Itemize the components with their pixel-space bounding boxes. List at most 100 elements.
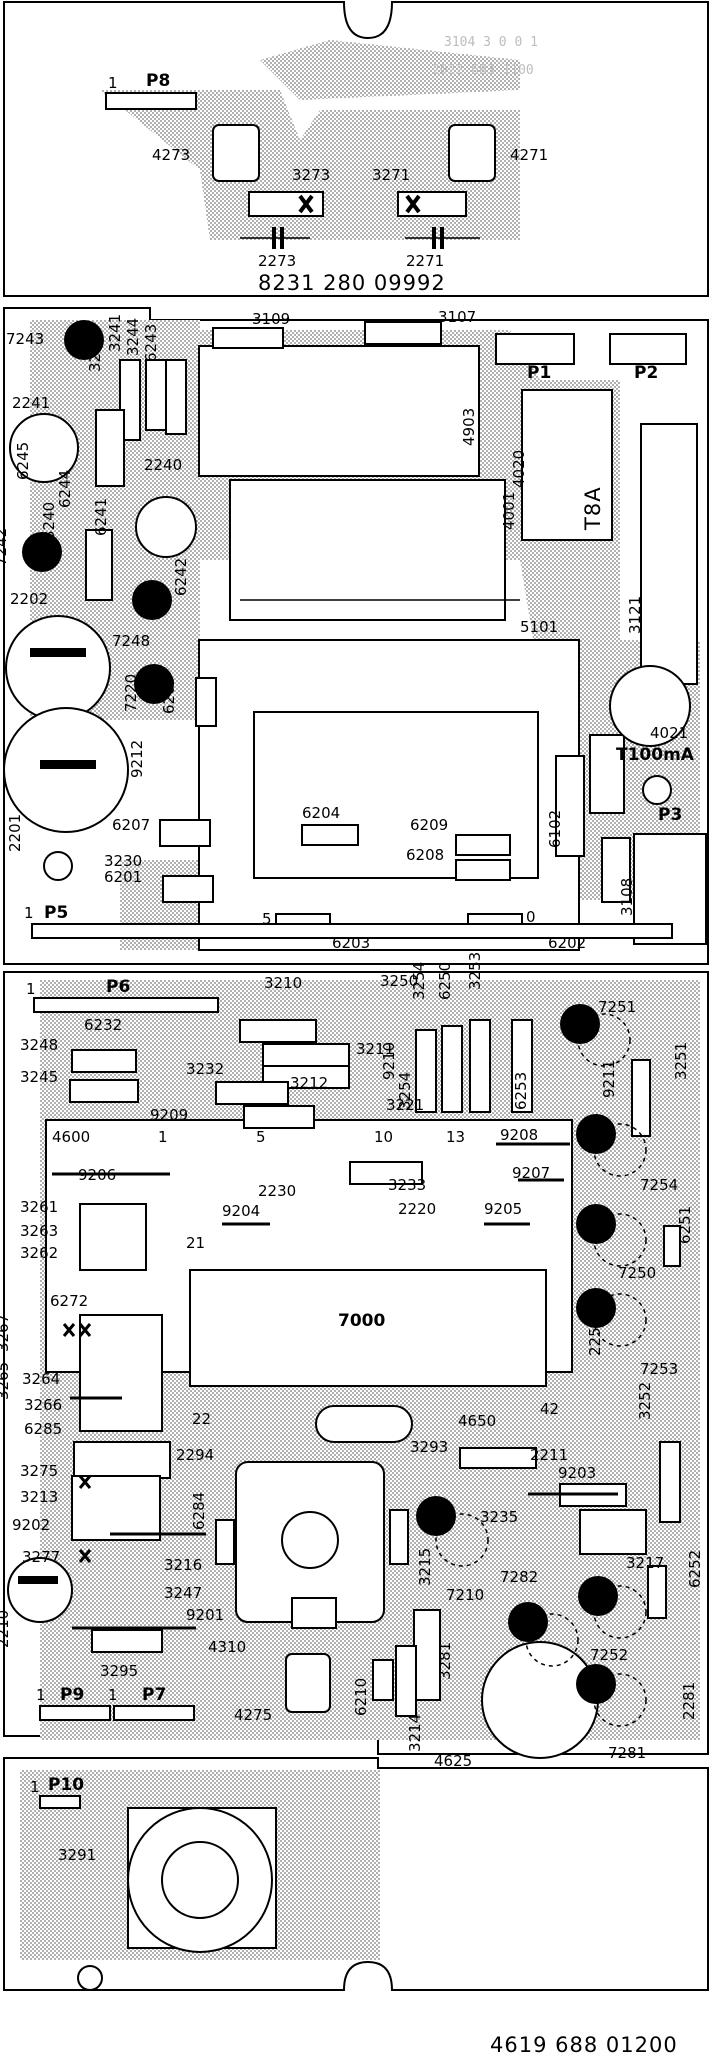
component-ref-7253: 7253 <box>640 1360 678 1378</box>
component-ref-3254: 3254 <box>410 962 428 1000</box>
component-ref-6251: 6251 <box>676 1206 694 1244</box>
component-ref-9210: 9210 <box>380 1042 398 1080</box>
component-ref-9209: 9209 <box>150 1106 188 1124</box>
component-ref-3240: 3240 <box>40 502 58 540</box>
component-ref-2281: 2281 <box>680 1682 698 1720</box>
component-ref-6204: 6204 <box>302 804 340 822</box>
component-ref-9208: 9208 <box>500 1126 538 1144</box>
component-ref-3264: 3264 <box>22 1370 60 1388</box>
component-ref-2220: 2220 <box>398 1200 436 1218</box>
connector-p5: P5 <box>44 903 68 923</box>
component-ref-3262: 3262 <box>20 1244 58 1262</box>
component-ref-9205: 9205 <box>484 1200 522 1218</box>
svg-text:1: 1 <box>158 1128 168 1146</box>
component-ref-6284: 6284 <box>190 1492 208 1530</box>
svg-text:42: 42 <box>540 1400 559 1418</box>
svg-text:0: 0 <box>526 908 536 926</box>
component-ref-3247: 3247 <box>164 1584 202 1602</box>
component-ref-3233: 3233 <box>388 1176 426 1194</box>
component-ref-9207: 9207 <box>512 1164 550 1182</box>
component-ref-6250: 6250 <box>436 962 454 1000</box>
fuse-t8a-label: T8A <box>581 486 605 531</box>
component-ref-9204: 9204 <box>222 1202 260 1220</box>
component-ref-6202: 6202 <box>548 934 586 952</box>
svg-text:5: 5 <box>256 1128 266 1146</box>
connector-p7: P7 <box>142 1685 166 1705</box>
component-ref-7210: 7210 <box>446 1586 484 1604</box>
component-ref-3265: 3265 <box>0 1362 12 1400</box>
connector-p6: P6 <box>106 977 130 997</box>
component-ref-3211: 3211 <box>356 1040 394 1058</box>
power-board-section <box>3 307 709 965</box>
component-ref-3244: 3244 <box>124 318 142 356</box>
connector-p2: P2 <box>634 363 658 383</box>
component-ref-9201: 9201 <box>186 1606 224 1624</box>
faint-code-1: 3104 3 0 0 1 <box>444 35 538 50</box>
component-ref-7282: 7282 <box>500 1568 538 1586</box>
svg-text:13: 13 <box>446 1128 465 1146</box>
component-ref-6208: 6208 <box>406 846 444 864</box>
component-ref-4625: 4625 <box>434 1752 472 1770</box>
component-ref-3232: 3232 <box>186 1060 224 1078</box>
component-ref-3281: 3281 <box>436 1642 454 1680</box>
component-ref-4001: 4001 <box>500 492 518 530</box>
component-ref-3271: 3271 <box>372 166 410 184</box>
component-ref-2202: 2202 <box>10 590 48 608</box>
component-ref-6252: 6252 <box>686 1550 704 1588</box>
component-ref-4600: 4600 <box>52 1128 90 1146</box>
component-ref-3107: 3107 <box>438 308 476 326</box>
component-ref-3295: 3295 <box>100 1662 138 1680</box>
component-ref-3254: 3254 <box>396 1072 414 1110</box>
component-ref-3121: 3121 <box>626 596 644 634</box>
component-ref-2210: 2210 <box>0 1610 12 1648</box>
component-ref-3221: 3221 <box>386 1096 424 1114</box>
component-ref-3246: 3246 <box>86 334 104 372</box>
svg-text:1: 1 <box>26 980 36 998</box>
component-ref-7248: 7248 <box>112 632 150 650</box>
component-ref-3250: 3250 <box>380 972 418 990</box>
component-ref-6207: 6207 <box>112 816 150 834</box>
component-ref-4310: 4310 <box>208 1638 246 1656</box>
component-ref-2211: 2211 <box>530 1446 568 1464</box>
component-ref-6209: 6209 <box>410 816 448 834</box>
svg-text:22: 22 <box>192 1410 211 1428</box>
component-ref-3266: 3266 <box>24 1396 62 1414</box>
component-ref-4275: 4275 <box>234 1706 272 1724</box>
component-ref-3245: 3245 <box>20 1068 58 1086</box>
svg-text:1: 1 <box>108 74 118 92</box>
component-ref-5101: 5101 <box>520 618 558 636</box>
faint-code-2: 2022 603 1100 <box>432 63 534 78</box>
text-labels: 3104 3 0 0 1 2022 603 1100 8231 280 0999… <box>24 35 695 2057</box>
component-ref-9212: 9212 <box>128 740 146 778</box>
component-ref-3217: 3217 <box>626 1554 664 1572</box>
component-ref-2201: 2201 <box>6 814 24 852</box>
component-ref-3214: 3214 <box>406 1714 424 1752</box>
component-ref-6102: 6102 <box>546 810 564 848</box>
svg-text:1: 1 <box>36 1686 46 1704</box>
control-board-section <box>3 971 709 1759</box>
component-ref-2255: 2255 <box>586 1318 604 1356</box>
component-ref-7281: 7281 <box>608 1744 646 1762</box>
component-ref-7243: 7243 <box>6 330 44 348</box>
svg-text:1: 1 <box>30 1778 40 1796</box>
component-ref-6203: 6203 <box>332 934 370 952</box>
component-ref-6205: 6205 <box>160 676 178 714</box>
component-ref-9206: 9206 <box>78 1166 116 1184</box>
component-ref-3277: 3277 <box>22 1548 60 1566</box>
component-ref-3210: 3210 <box>264 974 302 992</box>
connector-p10: P10 <box>48 1775 84 1795</box>
component-ref-7251: 7251 <box>598 998 636 1016</box>
component-ref-2294: 2294 <box>176 1446 214 1464</box>
component-ref-4021: 4021 <box>650 724 688 742</box>
component-ref-3235: 3235 <box>480 1508 518 1526</box>
component-ref-6253: 6253 <box>512 1072 530 1110</box>
component-ref-3248: 3248 <box>20 1036 58 1054</box>
component-ref-7254: 7254 <box>640 1176 678 1194</box>
doc-number: 4619 688 01200 <box>490 2033 678 2057</box>
component-ref-7220: 7220 <box>122 674 140 712</box>
component-ref-9203: 9203 <box>558 1464 596 1482</box>
component-ref-2241: 2241 <box>12 394 50 412</box>
component-ref-4271: 4271 <box>510 146 548 164</box>
